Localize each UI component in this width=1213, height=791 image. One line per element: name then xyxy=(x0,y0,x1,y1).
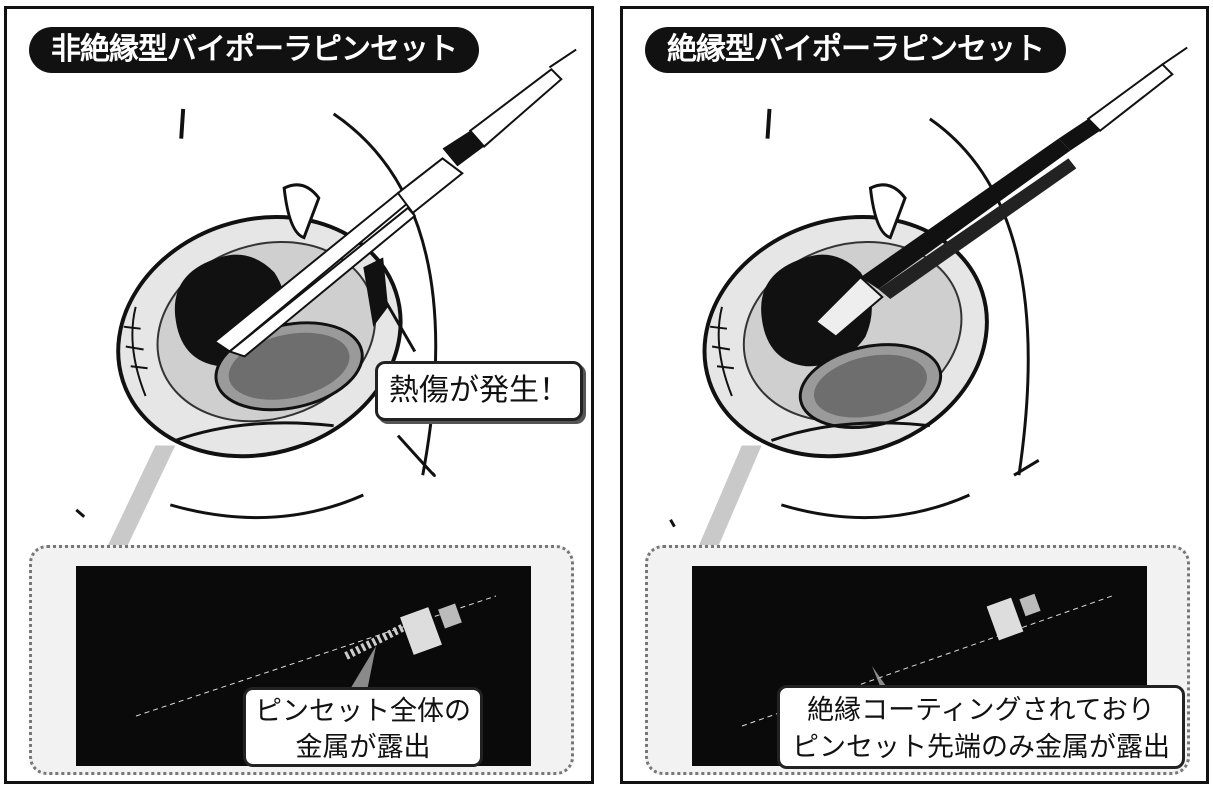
bipolar-forceps xyxy=(213,48,577,358)
upper-teeth xyxy=(282,183,321,240)
burn-area xyxy=(363,257,389,327)
non-insulated-panel: 非絶縁型バイポーラピンセット 熱傷が発生！ ピンセット全体の 金属が露出 xyxy=(4,6,594,784)
mouth-illustration xyxy=(669,46,1188,550)
caption-line-1: 絶縁コーティングされており xyxy=(807,695,1155,726)
mouth-illustration xyxy=(75,48,577,550)
panel-title: 非絶縁型バイポーラピンセット xyxy=(29,27,479,73)
caption-line-1: ピンセット全体の xyxy=(255,696,471,727)
burn-callout: 熱傷が発生！ xyxy=(375,361,583,421)
throat xyxy=(761,254,872,367)
caption-line-2: 金属が露出 xyxy=(295,732,431,763)
exposed-metal-callout: ピンセット全体の 金属が露出 xyxy=(243,687,483,767)
insulated-panel: 絶縁型バイポーラピンセット 絶縁コーティングされており ピンセット先端のみ金属が… xyxy=(620,6,1209,784)
panel-title: 絶縁型バイポーラピンセット xyxy=(645,27,1066,73)
insulated-forceps xyxy=(814,46,1188,338)
caption-line-2: ピンセット先端のみ金属が露出 xyxy=(792,732,1170,763)
nose-line xyxy=(765,108,772,139)
face-outline xyxy=(928,117,1030,476)
insulated-coating-callout: 絶縁コーティングされており ピンセット先端のみ金属が露出 xyxy=(777,685,1185,769)
upper-teeth xyxy=(868,183,907,240)
nose-line xyxy=(179,108,186,139)
